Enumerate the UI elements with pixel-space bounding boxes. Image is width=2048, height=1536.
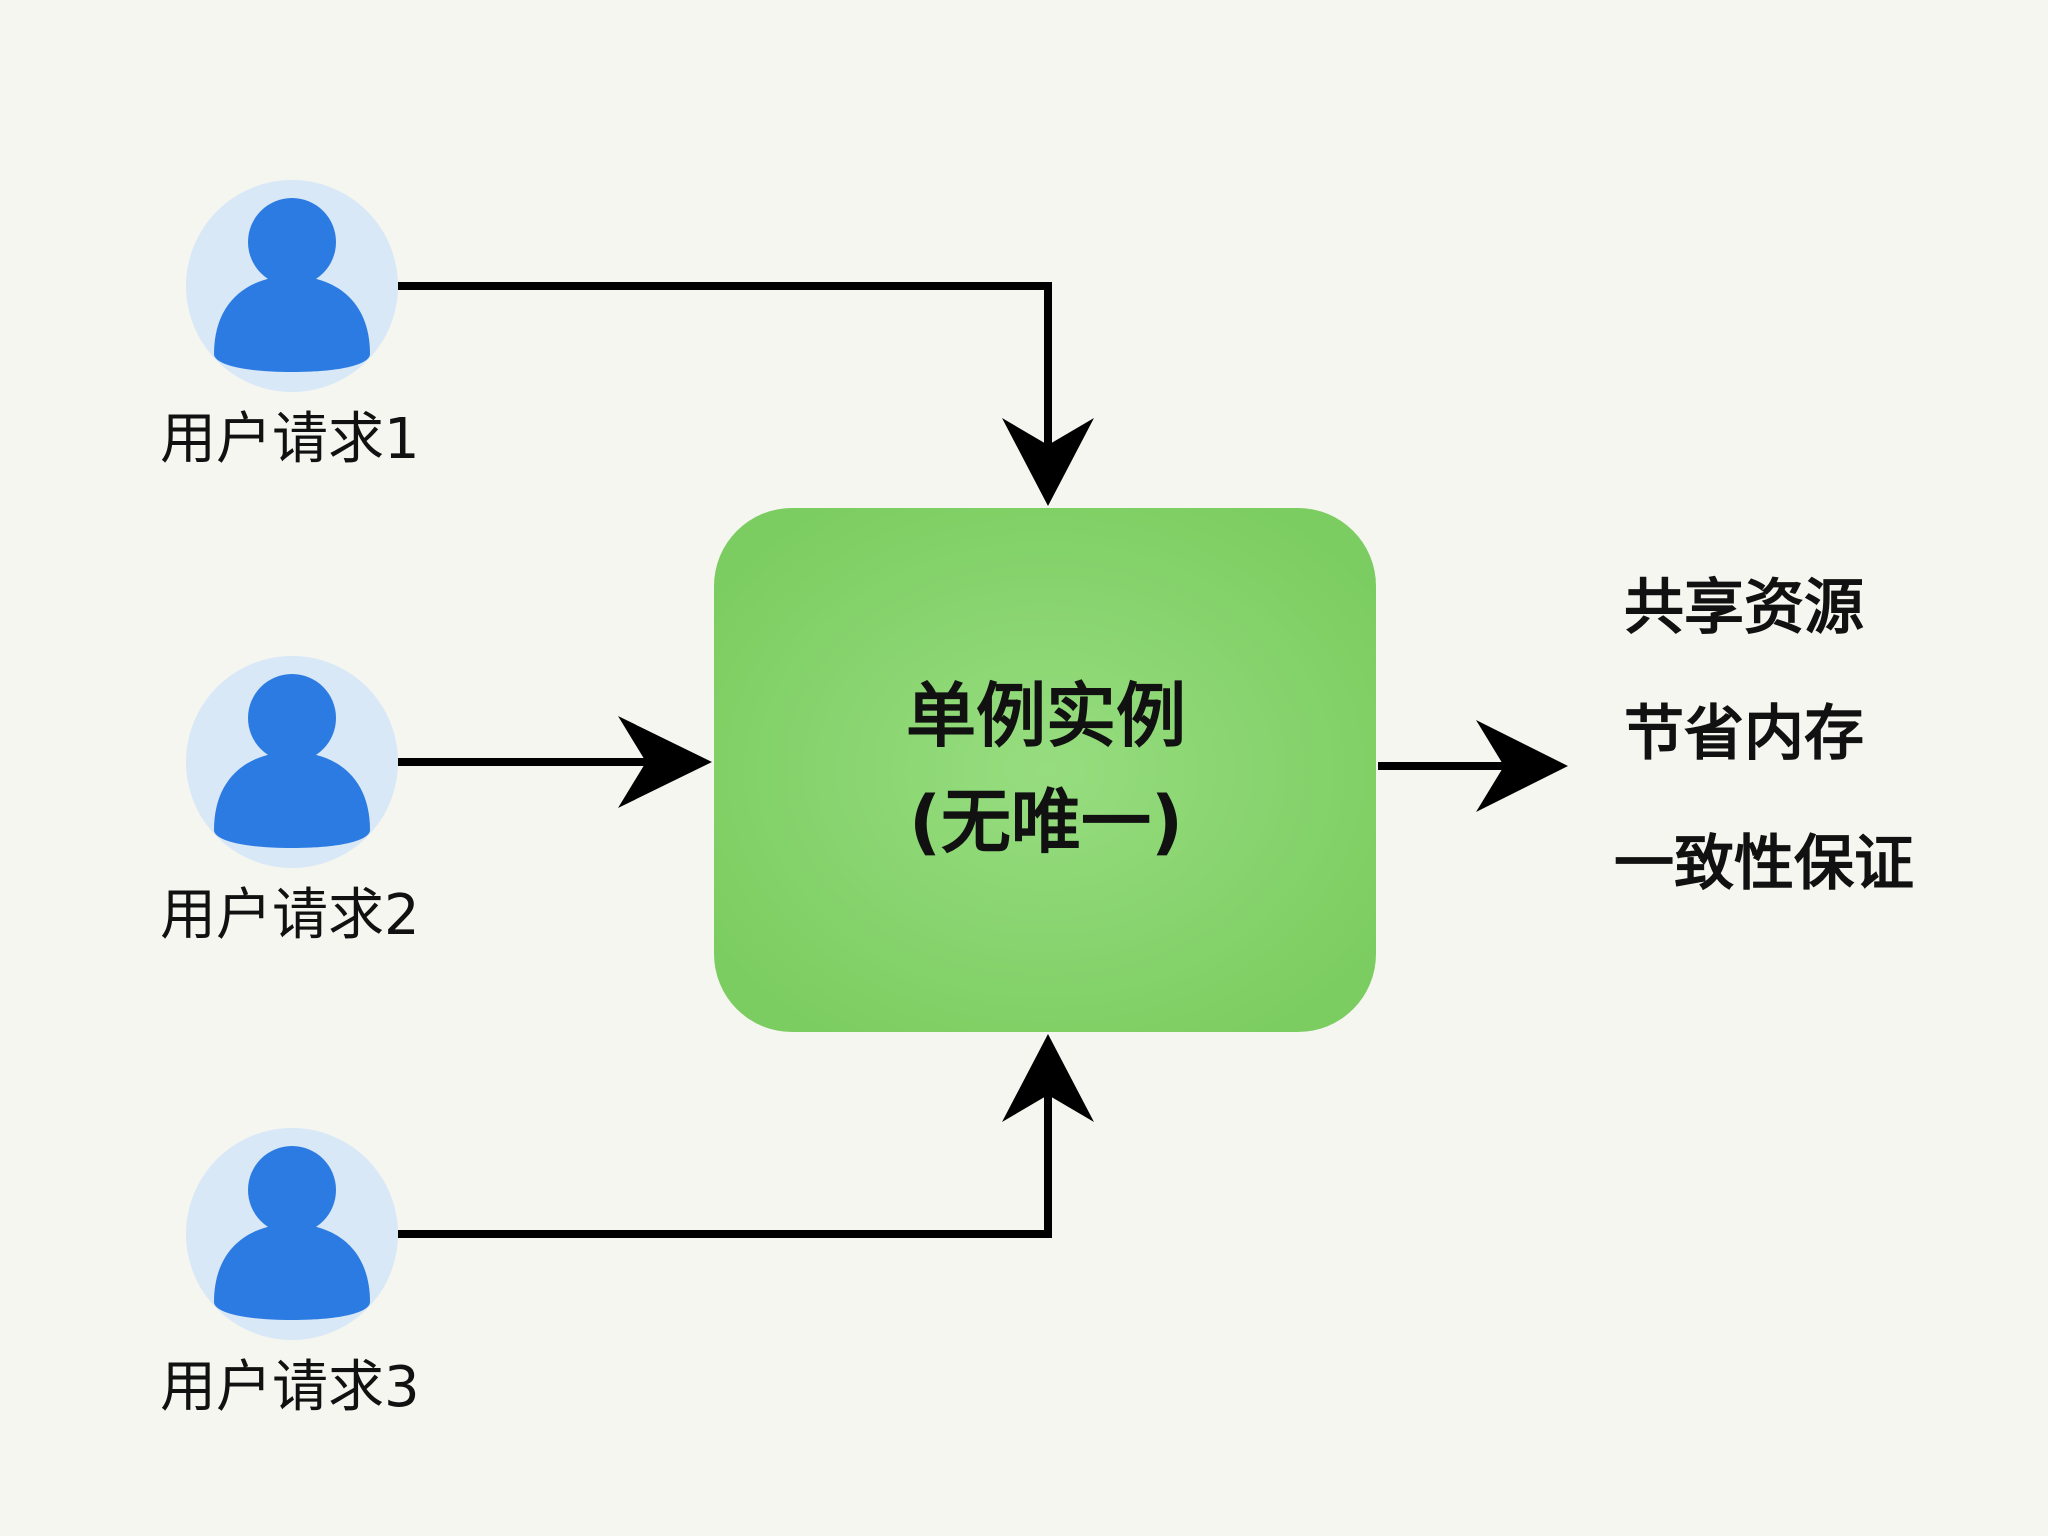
arrow-right-icon xyxy=(618,716,712,808)
user-request-1-label: 用户请求1 xyxy=(160,407,420,472)
user-request-2: 用户请求2 xyxy=(160,656,420,948)
arrow-user1-to-singleton xyxy=(398,282,1094,506)
arrow-user3-to-singleton xyxy=(398,1034,1094,1238)
user-avatar-icon xyxy=(186,1128,398,1340)
user-avatar-icon xyxy=(186,180,398,392)
benefit-consistency: 一致性保证 xyxy=(1614,829,1914,899)
singleton-title: 单例实例 xyxy=(906,675,1186,757)
arrow-singleton-to-benefits xyxy=(1378,720,1568,812)
benefit-save-memory: 节省内存 xyxy=(1624,699,1864,769)
user-avatar-icon xyxy=(186,656,398,868)
benefits-list: 共享资源 节省内存 一致性保证 xyxy=(1614,573,1914,899)
singleton-subtitle: (无唯一) xyxy=(909,781,1183,863)
arrow-user2-to-singleton xyxy=(398,716,712,808)
singleton-instance-box: 单例实例 (无唯一) xyxy=(714,508,1376,1032)
user-request-3-label: 用户请求3 xyxy=(160,1355,420,1420)
arrow-right-icon xyxy=(1476,720,1568,812)
arrow-down-icon xyxy=(1002,418,1094,506)
user-request-1: 用户请求1 xyxy=(160,180,420,472)
arrow-up-icon xyxy=(1002,1034,1094,1122)
user-request-3: 用户请求3 xyxy=(160,1128,420,1420)
user-request-2-label: 用户请求2 xyxy=(160,883,420,948)
benefit-shared-resources: 共享资源 xyxy=(1624,573,1864,643)
